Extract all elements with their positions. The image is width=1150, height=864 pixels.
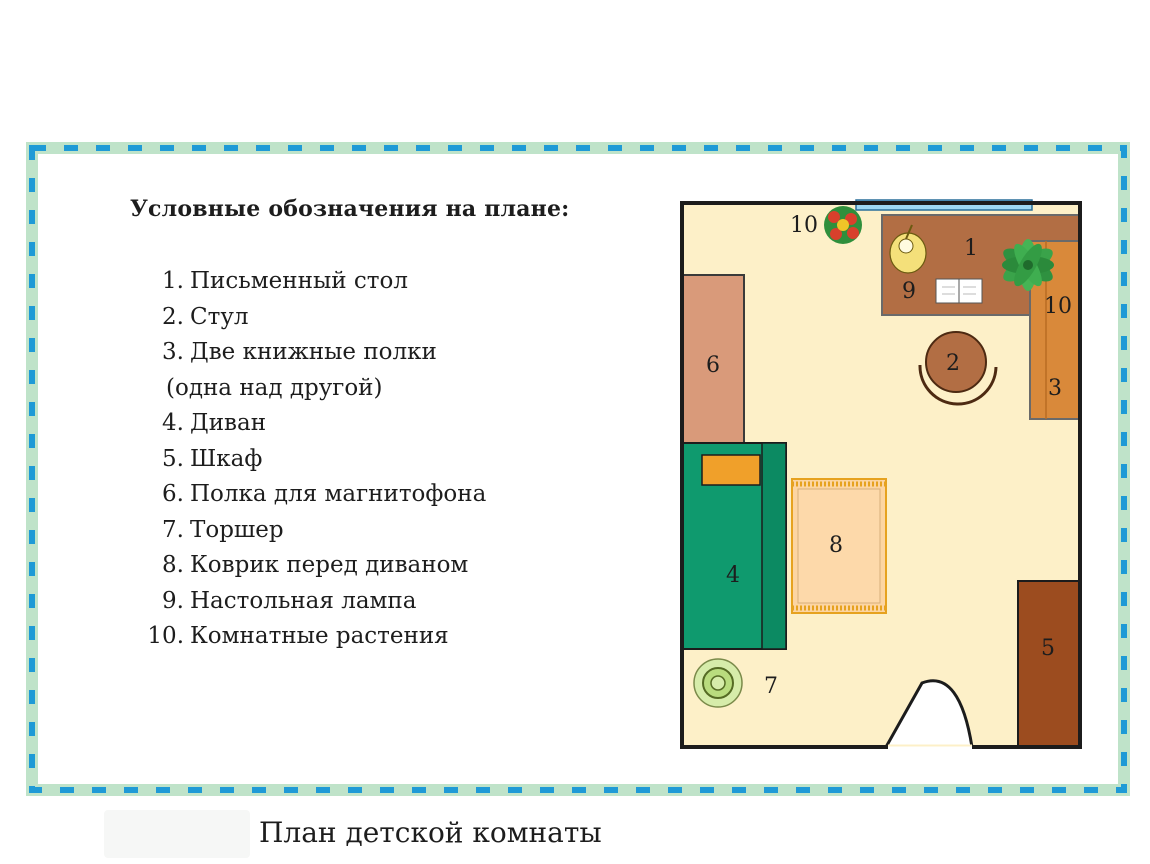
legend-item-floor-lamp: 7.Торшер — [130, 513, 650, 549]
room-plan: 1 9 3 10 10 — [680, 199, 1082, 750]
legend-number: 4. — [162, 410, 184, 436]
caption-mark — [104, 810, 250, 858]
rug — [791, 478, 887, 614]
room-walls — [680, 201, 1082, 749]
desk-lamp-label: 9 — [902, 279, 916, 304]
legend-title: Условные обозначения на плане: — [130, 196, 570, 222]
legend-list: 1.Письменный стол 2.Стул 3.Две книжные п… — [130, 264, 650, 655]
legend-text: Диван — [190, 410, 267, 436]
legend-text: Шкаф — [190, 445, 263, 472]
legend-text: Две книжные полки — [190, 339, 437, 365]
plant-right-icon — [1002, 239, 1054, 291]
legend-item-tape-shelf: 6.Полка для магнитофона — [130, 477, 650, 513]
legend-text: Письменный стол — [190, 268, 408, 294]
door — [884, 679, 974, 748]
legend-number: 3. — [162, 339, 184, 365]
legend-text: Настольная лампа — [190, 587, 417, 614]
legend-number: 6. — [162, 481, 184, 507]
legend-item-shelves-note: (одна над другой) — [130, 371, 650, 407]
book-icon — [935, 278, 983, 304]
desk-label: 1 — [964, 236, 978, 261]
legend: Условные обозначения на плане: 1.Письмен… — [130, 196, 650, 655]
diagram-caption: План детской комнаты — [259, 816, 602, 849]
legend-item-plants: 10.Комнатные растения — [130, 619, 650, 655]
chair-label: 2 — [946, 351, 960, 376]
sofa-back — [761, 442, 787, 650]
legend-number: 10. — [147, 623, 184, 649]
legend-number: 9. — [162, 587, 184, 614]
legend-item-desk-lamp: 9.Настольная лампа — [130, 584, 650, 620]
wardrobe — [1017, 580, 1081, 748]
tape-recorder-shelf-label: 6 — [706, 353, 720, 378]
bookshelves-label: 3 — [1048, 376, 1062, 401]
legend-text: (одна над другой) — [166, 374, 383, 401]
wardrobe-label: 5 — [1041, 636, 1055, 661]
legend-number: 8. — [162, 552, 184, 578]
legend-text: Торшер — [190, 516, 284, 543]
legend-number: 2. — [162, 303, 184, 330]
floor-lamp — [693, 658, 743, 708]
legend-item-sofa: 4.Диван — [130, 406, 650, 442]
legend-text: Стул — [190, 303, 249, 330]
plant-right-label: 10 — [1044, 294, 1072, 319]
legend-item-wardrobe: 5.Шкаф — [130, 442, 650, 478]
tape-recorder-shelf — [681, 274, 745, 444]
sofa-pillow — [701, 454, 761, 486]
desk-lamp — [889, 224, 927, 274]
legend-number: 5. — [162, 445, 184, 472]
legend-text: Коврик перед диваном — [190, 552, 469, 578]
legend-number: 7. — [162, 516, 184, 543]
legend-item-desk: 1.Письменный стол — [130, 264, 650, 300]
legend-item-rug: 8.Коврик перед диваном — [130, 548, 650, 584]
legend-text: Комнатные растения — [190, 623, 449, 649]
plant-left-label: 10 — [790, 213, 818, 238]
floor-lamp-label: 7 — [764, 674, 778, 699]
legend-item-shelves: 3.Две книжные полки — [130, 335, 650, 371]
legend-text: Полка для магнитофона — [190, 481, 487, 507]
plant-left-icon — [824, 206, 862, 244]
rug-label: 8 — [829, 533, 843, 558]
legend-item-chair: 2.Стул — [130, 300, 650, 336]
legend-number: 1. — [162, 268, 184, 294]
sofa-label: 4 — [726, 563, 740, 588]
chair — [918, 331, 998, 406]
